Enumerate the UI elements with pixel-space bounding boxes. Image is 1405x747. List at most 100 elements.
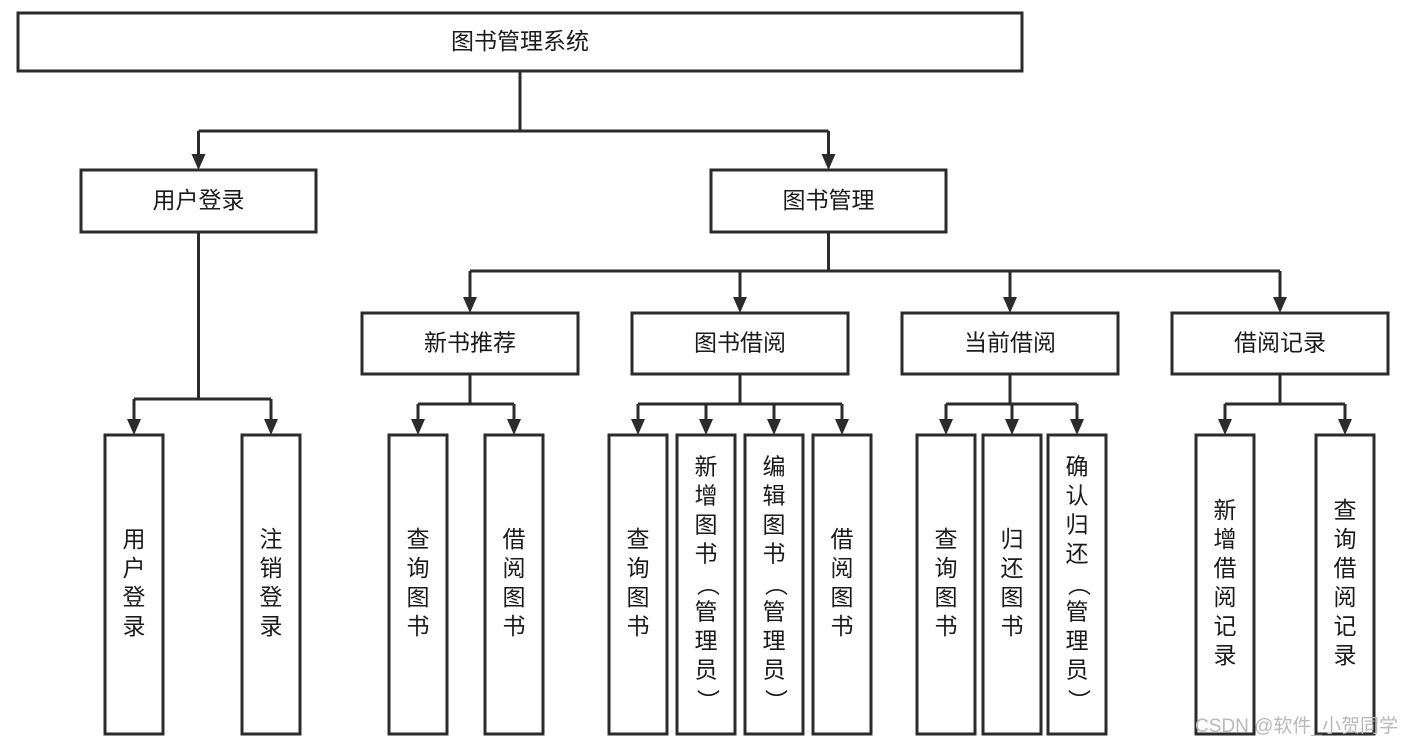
current-borrow-branch-arrow-1: [1005, 419, 1019, 435]
leaf-node-leaf-logout-box[interactable]: [240, 433, 302, 736]
svg-text:查: 查: [935, 526, 958, 552]
level3-node-new-book-recommend-box[interactable]: [360, 311, 580, 376]
book-manage-branch-arrow-1: [733, 297, 747, 313]
svg-text:（: （: [1066, 573, 1092, 596]
book-borrow-branch-arrow-0: [631, 419, 645, 435]
svg-text:员: 员: [763, 657, 786, 683]
leaf-node-leaf-edit-book-box[interactable]: [743, 433, 805, 736]
leaf-node-leaf-add-record-box[interactable]: [1194, 433, 1256, 736]
svg-text:销: 销: [260, 555, 283, 581]
leaf-node-leaf-confirm-return-box[interactable]: [1046, 433, 1108, 736]
svg-text:）: ）: [695, 689, 721, 712]
level2-node-user-login-box[interactable]: [79, 168, 318, 234]
svg-text:理: 理: [1066, 628, 1089, 654]
leaf-node-leaf-add-book-box[interactable]: [675, 433, 737, 736]
svg-text:）: ）: [763, 689, 789, 712]
leaf-node-leaf-user-login[interactable]: 用户登录: [103, 433, 165, 736]
leaf-node-leaf-return-book-box[interactable]: [981, 433, 1043, 736]
leaf-node-leaf-query-record-box[interactable]: [1314, 433, 1376, 736]
leaf-node-leaf-query-book-3-box[interactable]: [915, 433, 977, 736]
svg-text:新: 新: [695, 454, 718, 480]
svg-text:辑: 辑: [763, 483, 786, 509]
svg-text:书: 书: [935, 613, 958, 639]
svg-text:登: 登: [123, 584, 146, 610]
current-borrow-branch-arrow-0: [939, 419, 953, 435]
svg-text:图: 图: [627, 584, 650, 610]
level2-node-user-login[interactable]: 用户登录: [79, 168, 318, 234]
level3-node-borrow-record-box[interactable]: [1170, 311, 1390, 376]
level3-node-new-book-recommend[interactable]: 新书推荐: [360, 311, 580, 376]
level3-node-book-borrow-box[interactable]: [630, 311, 850, 376]
svg-text:还: 还: [1066, 541, 1089, 567]
leaf-node-leaf-query-book-1-box[interactable]: [387, 433, 449, 736]
svg-text:记: 记: [1334, 613, 1357, 639]
svg-text:员: 员: [1066, 657, 1089, 683]
level3-node-borrow-record[interactable]: 借阅记录: [1170, 311, 1390, 376]
svg-text:书: 书: [1001, 613, 1024, 639]
level2-node-book-manage[interactable]: 图书管理: [709, 168, 948, 234]
level3-node-current-borrow-box[interactable]: [900, 311, 1120, 376]
svg-text:录: 录: [1334, 642, 1357, 668]
svg-text:用: 用: [123, 526, 146, 552]
leaf-node-leaf-query-book-2-box[interactable]: [607, 433, 669, 736]
svg-text:阅: 阅: [1214, 584, 1237, 610]
root-branch-arrow-0: [191, 154, 206, 170]
book-borrow-branch-arrow-1: [699, 419, 713, 435]
svg-text:（: （: [695, 573, 721, 596]
svg-text:借: 借: [831, 526, 854, 552]
svg-text:录: 录: [1214, 642, 1237, 668]
root-node-book-management-system[interactable]: 图书管理系统: [16, 11, 1024, 73]
level3-node-book-borrow-label: 图书借阅: [694, 330, 786, 356]
svg-text:阅: 阅: [503, 555, 526, 581]
root-node-book-management-system-box[interactable]: [16, 11, 1024, 73]
level2-node-book-manage-box[interactable]: [709, 168, 948, 234]
root-node-book-management-system-label: 图书管理系统: [451, 28, 589, 54]
svg-text:户: 户: [123, 555, 146, 581]
leaf-node-leaf-user-login-box[interactable]: [103, 433, 165, 736]
level3-node-current-borrow-label: 当前借阅: [964, 330, 1056, 356]
svg-text:借: 借: [1214, 555, 1237, 581]
leaf-node-leaf-borrow-book-2-box[interactable]: [811, 433, 873, 736]
svg-text:增: 增: [695, 483, 718, 509]
user-login-branch-arrow-0: [127, 419, 141, 435]
svg-text:书: 书: [695, 541, 718, 567]
svg-text:阅: 阅: [1334, 584, 1357, 610]
svg-text:查: 查: [627, 526, 650, 552]
watermark-text: CSDN @软件_小贺同学: [1195, 715, 1398, 737]
svg-text:确: 确: [1066, 454, 1089, 480]
svg-text:图: 图: [695, 512, 718, 538]
svg-text:图: 图: [1001, 584, 1024, 610]
svg-text:注: 注: [260, 526, 283, 552]
level3-node-current-borrow[interactable]: 当前借阅: [900, 311, 1120, 376]
svg-text:图: 图: [503, 584, 526, 610]
svg-text:书: 书: [763, 541, 786, 567]
current-borrow-branch-arrow-2: [1070, 419, 1084, 435]
svg-text:书: 书: [831, 613, 854, 639]
level3-node-book-borrow[interactable]: 图书借阅: [630, 311, 850, 376]
leaf-node-leaf-borrow-book-1-box[interactable]: [483, 433, 545, 736]
